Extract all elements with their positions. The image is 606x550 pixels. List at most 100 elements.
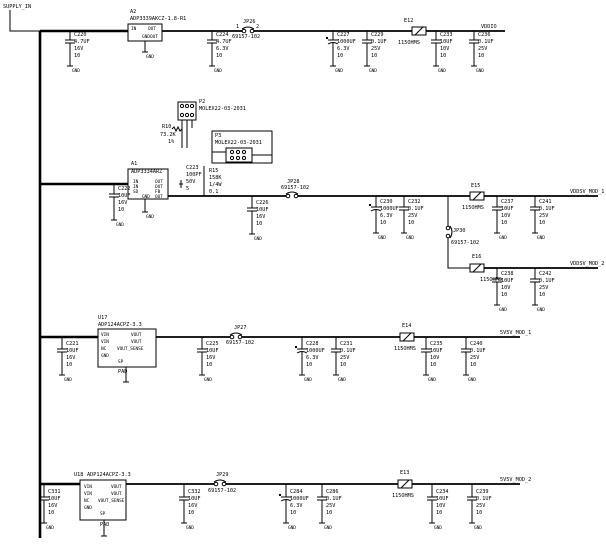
gnd-label: GND <box>214 68 222 74</box>
c227-ref: C227 <box>337 32 350 38</box>
a2-ref: A2 <box>130 9 136 15</box>
c240-l1: 0.1UF <box>470 348 486 354</box>
5v-mod2-label: 5V5V_MOD_2 <box>500 477 531 483</box>
gnd-label: GND <box>438 68 446 74</box>
c227-l2: 6.3V <box>337 46 350 52</box>
e15-ref: E15 <box>471 183 480 189</box>
c233-l1: 10UF <box>440 39 453 45</box>
c241-l1: 0.1UF <box>539 206 555 212</box>
gnd-label: GND <box>146 54 154 60</box>
c239-l2: 25V <box>476 503 485 509</box>
gnd-label: GND <box>406 235 414 241</box>
c238-l2: 10V <box>501 285 510 291</box>
c241-l3: 10 <box>539 220 545 226</box>
c222-l2: 16V <box>118 200 127 206</box>
gnd-label: GND <box>476 68 484 74</box>
r15-power: 1/4W <box>209 182 222 188</box>
a2-part: ADP3339AKCZ-1.8-R1 <box>130 16 186 22</box>
e14-part: 115OHMS <box>394 346 416 352</box>
connector-p2: P2 MOLEX22-03-2031 <box>177 99 246 148</box>
c331-l3: 10 <box>48 510 54 516</box>
c286-l1: 0.1UF <box>326 496 342 502</box>
c221-l3: 10 <box>66 362 72 368</box>
gnd-label: GND <box>46 525 54 531</box>
c239-l3: 10 <box>476 510 482 516</box>
c236-ref: C236 <box>478 32 491 38</box>
c284-l3: 10 <box>290 510 296 516</box>
c227-l1: 1000UF <box>337 39 356 45</box>
c235-l2: 10V <box>430 355 439 361</box>
gnd-label: GND <box>537 307 545 313</box>
vddio-label: VDDIO <box>481 24 497 30</box>
vddsv-mod1-label: VDDSV_MOD_1 <box>570 189 604 195</box>
u17-pin-gnd: GND <box>101 353 109 359</box>
jp30-part: 69157-102 <box>451 240 479 246</box>
u17-pin-vout1: VOUT <box>131 332 142 338</box>
c233-l2: 10V <box>440 46 449 52</box>
c230-l3: 10 <box>380 220 386 226</box>
p3-ref: P3 <box>215 133 221 139</box>
c240-l3: 10 <box>470 362 476 368</box>
c222-l3: 10 <box>118 207 124 213</box>
u17-ref: U17 <box>98 315 107 321</box>
c229-l1: 0.1UF <box>371 39 387 45</box>
u18-pin-nc: NC <box>84 498 90 504</box>
r10-tol: 1% <box>168 139 175 145</box>
u18-ref: U18 <box>74 472 83 478</box>
c226-l1: 10UF <box>256 207 269 213</box>
c236-l3: 10 <box>478 53 484 59</box>
c233-ref: C233 <box>440 32 453 38</box>
c236-l1: 0.1UF <box>478 39 494 45</box>
c222-l1: 10UF <box>118 193 131 199</box>
c224-l3: 10 <box>216 53 222 59</box>
a2-pin-in: IN <box>131 26 137 32</box>
r10-ref: R10 <box>162 124 171 130</box>
capacitor-group: C2204.7UF16V10GNDC2244.7UF6.3V10GNDC2271… <box>39 31 555 531</box>
c232-l3: 10 <box>408 220 414 226</box>
a1-pin-fb: FB <box>155 189 161 195</box>
r15-tol: 0.1 <box>209 189 218 195</box>
c232-l2: 25V <box>408 213 417 219</box>
c226-ref: C226 <box>256 200 269 206</box>
u17-pad: PAD <box>118 369 127 375</box>
jp26-pin2: 2 <box>256 24 259 30</box>
jp26-pin1: 1 <box>236 24 239 30</box>
c242-ref: C242 <box>539 271 552 277</box>
gnd-label: GND <box>304 377 312 383</box>
u18-pad: PAD <box>100 522 109 528</box>
jp27-part: 69157-102 <box>226 340 254 346</box>
c237-l2: 10V <box>501 213 510 219</box>
jp28-part: 69157-102 <box>281 185 309 191</box>
u17-part: ADP124ACPZ-3.3 <box>98 322 142 328</box>
c241-ref: C241 <box>539 199 552 205</box>
gnd-label: GND <box>204 377 212 383</box>
regulator-a1 <box>127 168 169 200</box>
e13-ref: E13 <box>400 470 409 476</box>
jumper-jp27: JP27 69157-102 <box>226 325 254 346</box>
c220-l2: 16V <box>74 46 83 52</box>
u18-pin-vout2: VOUT <box>111 491 122 497</box>
c235-ref: C235 <box>430 341 443 347</box>
resistor-r10: R10 73.2K 1% <box>160 124 183 145</box>
u17-pin-sp: SP <box>118 359 124 365</box>
c228-l2: 6.3V <box>306 355 319 361</box>
gnd-label: GND <box>254 236 262 242</box>
c234-l2: 10V <box>436 503 445 509</box>
vddsv-mod2-label: VDDSV_MOD_2 <box>570 261 604 267</box>
c225-ref: C225 <box>206 341 219 347</box>
c223-ref: C223 <box>186 165 199 171</box>
gnd-label: GND <box>338 377 346 383</box>
c284-ref: C284 <box>290 489 303 495</box>
c286-ref: C286 <box>326 489 339 495</box>
c237-l3: 10 <box>501 220 507 226</box>
c232-l1: 0.1UF <box>408 206 424 212</box>
c225-l1: 10UF <box>206 348 219 354</box>
